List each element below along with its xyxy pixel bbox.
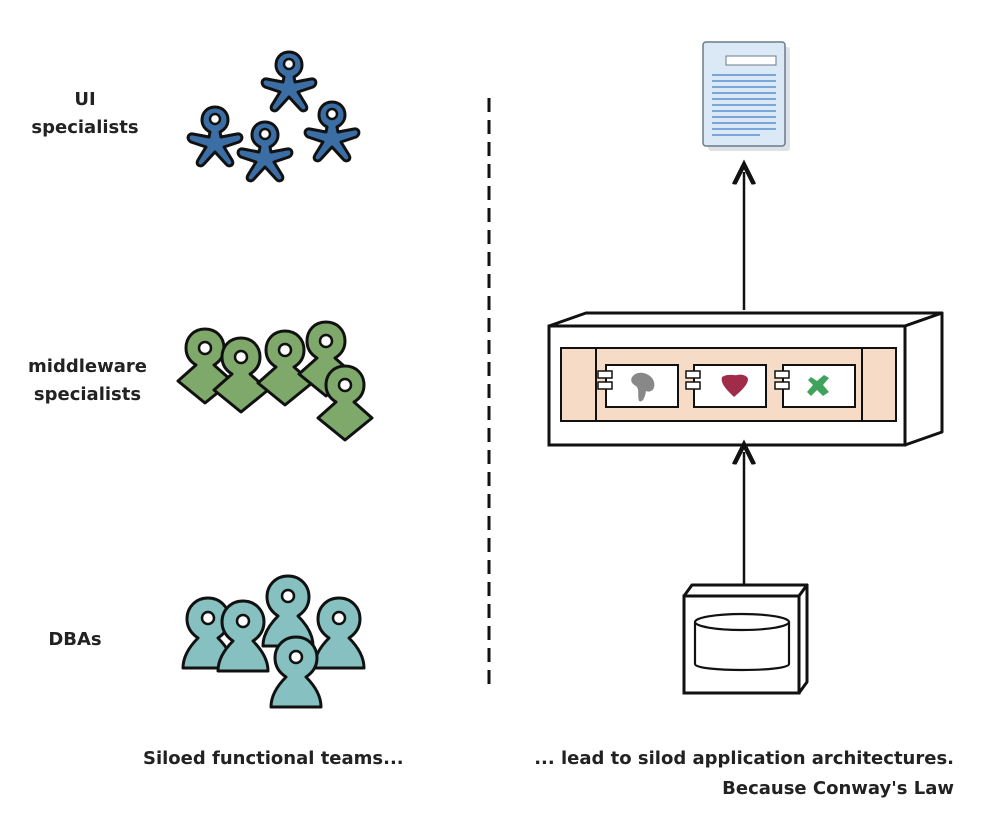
middleware-server-box (547, 311, 944, 447)
database-box (682, 583, 809, 695)
document-icon (702, 41, 790, 151)
ui-specialist-icon (236, 120, 294, 183)
dba-group (181, 574, 366, 709)
ui-specialist-icon (260, 50, 318, 113)
caption-right-line2: Because Conway's Law (722, 778, 954, 799)
dba-icon (216, 599, 270, 673)
ui-specialists-group (186, 50, 361, 183)
ui-specialist-icon (186, 105, 244, 168)
component-icon (685, 364, 767, 408)
ui-specialist-icon (303, 100, 361, 163)
database-icon (693, 612, 791, 672)
component-icon (774, 364, 856, 408)
component-icon (597, 364, 679, 408)
team-label-middleware: middleware specialists (28, 356, 147, 405)
middleware-specialist-icon (316, 364, 374, 442)
caption-right-line1: ... lead to silod application architectu… (534, 748, 954, 769)
middleware-specialists-group (176, 320, 374, 442)
dba-icon (312, 596, 366, 670)
dba-icon (261, 574, 315, 648)
team-label-dbas: DBAs (48, 629, 102, 650)
team-label-ui: UI specialists (31, 89, 139, 138)
dba-icon (269, 635, 323, 709)
caption-left: Siloed functional teams... (143, 748, 404, 769)
